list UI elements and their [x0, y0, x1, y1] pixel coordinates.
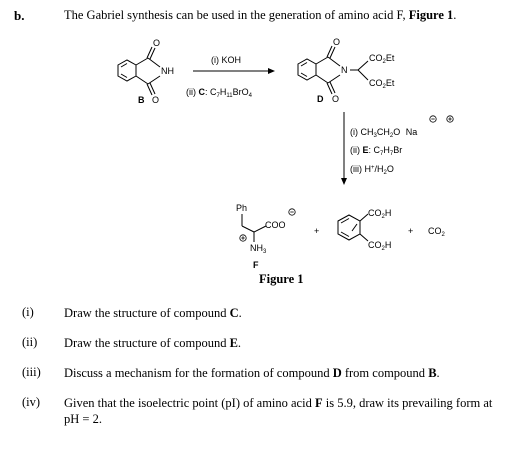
- compound-d-o-bottom: O: [332, 94, 339, 104]
- plus-charge-icon: [446, 115, 454, 123]
- arrow-2-head: [341, 178, 347, 185]
- question-4-prefix: Given that the isoelectric point (pI) of…: [64, 396, 315, 410]
- question-1-prefix: Draw the structure of compound: [64, 306, 230, 320]
- intro-end: .: [453, 8, 457, 22]
- question-3-text: Discuss a mechanism for the formation of…: [64, 365, 440, 381]
- arrow-1-head: [268, 68, 275, 74]
- question-2-text: Draw the structure of compound E.: [64, 335, 241, 351]
- reaction-scheme: O NH O B (i) KOH (ii) C: C7H11BrO4 O N O…: [117, 37, 454, 270]
- product-ph: Ph: [236, 203, 247, 213]
- question-3-number: (iii): [22, 365, 41, 379]
- minus-charge-icon: [429, 115, 437, 123]
- intro-figure-ref: Figure 1: [408, 8, 454, 22]
- ester-1: CO2Et: [369, 53, 395, 65]
- carboxylate-minus-icon: [288, 208, 296, 216]
- question-3-compound-b: B: [428, 366, 437, 380]
- compound-d-structure: [297, 45, 369, 95]
- part-label: b.: [14, 8, 25, 23]
- plus-sign-1: +: [314, 226, 319, 236]
- question-4-suffix: is 5.9, draw its prevailing form at pH =…: [64, 396, 493, 426]
- question-2-compound: E: [229, 336, 238, 350]
- compound-d-n: N: [341, 65, 348, 75]
- question-4-text: Given that the isoelectric point (pI) of…: [64, 395, 504, 427]
- question-4-number: (iv): [22, 395, 41, 409]
- question-3-compound-d: D: [332, 366, 342, 380]
- intro-sentence: The Gabriel synthesis can be used in the…: [64, 8, 409, 22]
- question-4-compound: F: [314, 396, 323, 410]
- question-2-suffix: .: [237, 336, 242, 350]
- phthalimide-o-top: O: [153, 38, 160, 48]
- question-2-number: (ii): [22, 335, 38, 349]
- question-3-middle: from compound: [341, 366, 429, 380]
- phthalimide-structure: [117, 46, 161, 96]
- ester-2: CO2Et: [369, 78, 395, 90]
- diacid-top: CO2H: [368, 208, 391, 220]
- step1-reagent-2: (ii) C: C7H11BrO4: [186, 87, 253, 99]
- plus-sign-2: +: [408, 226, 413, 236]
- step2-reagent-2: (ii) E: C7H7Br: [350, 145, 402, 157]
- question-1-text: Draw the structure of compound C.: [64, 305, 242, 321]
- question-3-suffix: .: [436, 366, 440, 380]
- label-d: D: [317, 94, 324, 104]
- step1-reagent-1: (i) KOH: [211, 55, 241, 65]
- compound-d-o-top: O: [333, 37, 340, 47]
- amino-acid-f-structure: [241, 214, 267, 242]
- label-f: F: [253, 260, 259, 270]
- diacid-bottom: CO2H: [368, 240, 391, 252]
- phthalimide-nh: NH: [161, 66, 174, 76]
- figure-caption: Figure 1: [259, 272, 304, 286]
- question-1-compound: C: [229, 306, 239, 320]
- question-1-suffix: .: [238, 306, 242, 320]
- question-1-number: (i): [22, 305, 34, 319]
- step2-reagent-3: (iii) H+/H2O: [350, 164, 394, 176]
- label-b: B: [138, 95, 145, 105]
- step2-reagent-1: (i) CH3CH2O Na: [350, 127, 417, 139]
- question-3-prefix: Discuss a mechanism for the formation of…: [64, 366, 333, 380]
- intro-text: The Gabriel synthesis can be used in the…: [64, 8, 456, 23]
- phthalimide-o-bottom: O: [152, 95, 159, 105]
- question-2-prefix: Draw the structure of compound: [64, 336, 230, 350]
- phthalic-acid-structure: [337, 213, 369, 242]
- ammonium-plus-icon: [239, 234, 247, 242]
- product-nh3: NH3: [250, 243, 267, 255]
- product-coo: COO: [265, 220, 286, 230]
- byproduct-co2: CO2: [428, 226, 446, 238]
